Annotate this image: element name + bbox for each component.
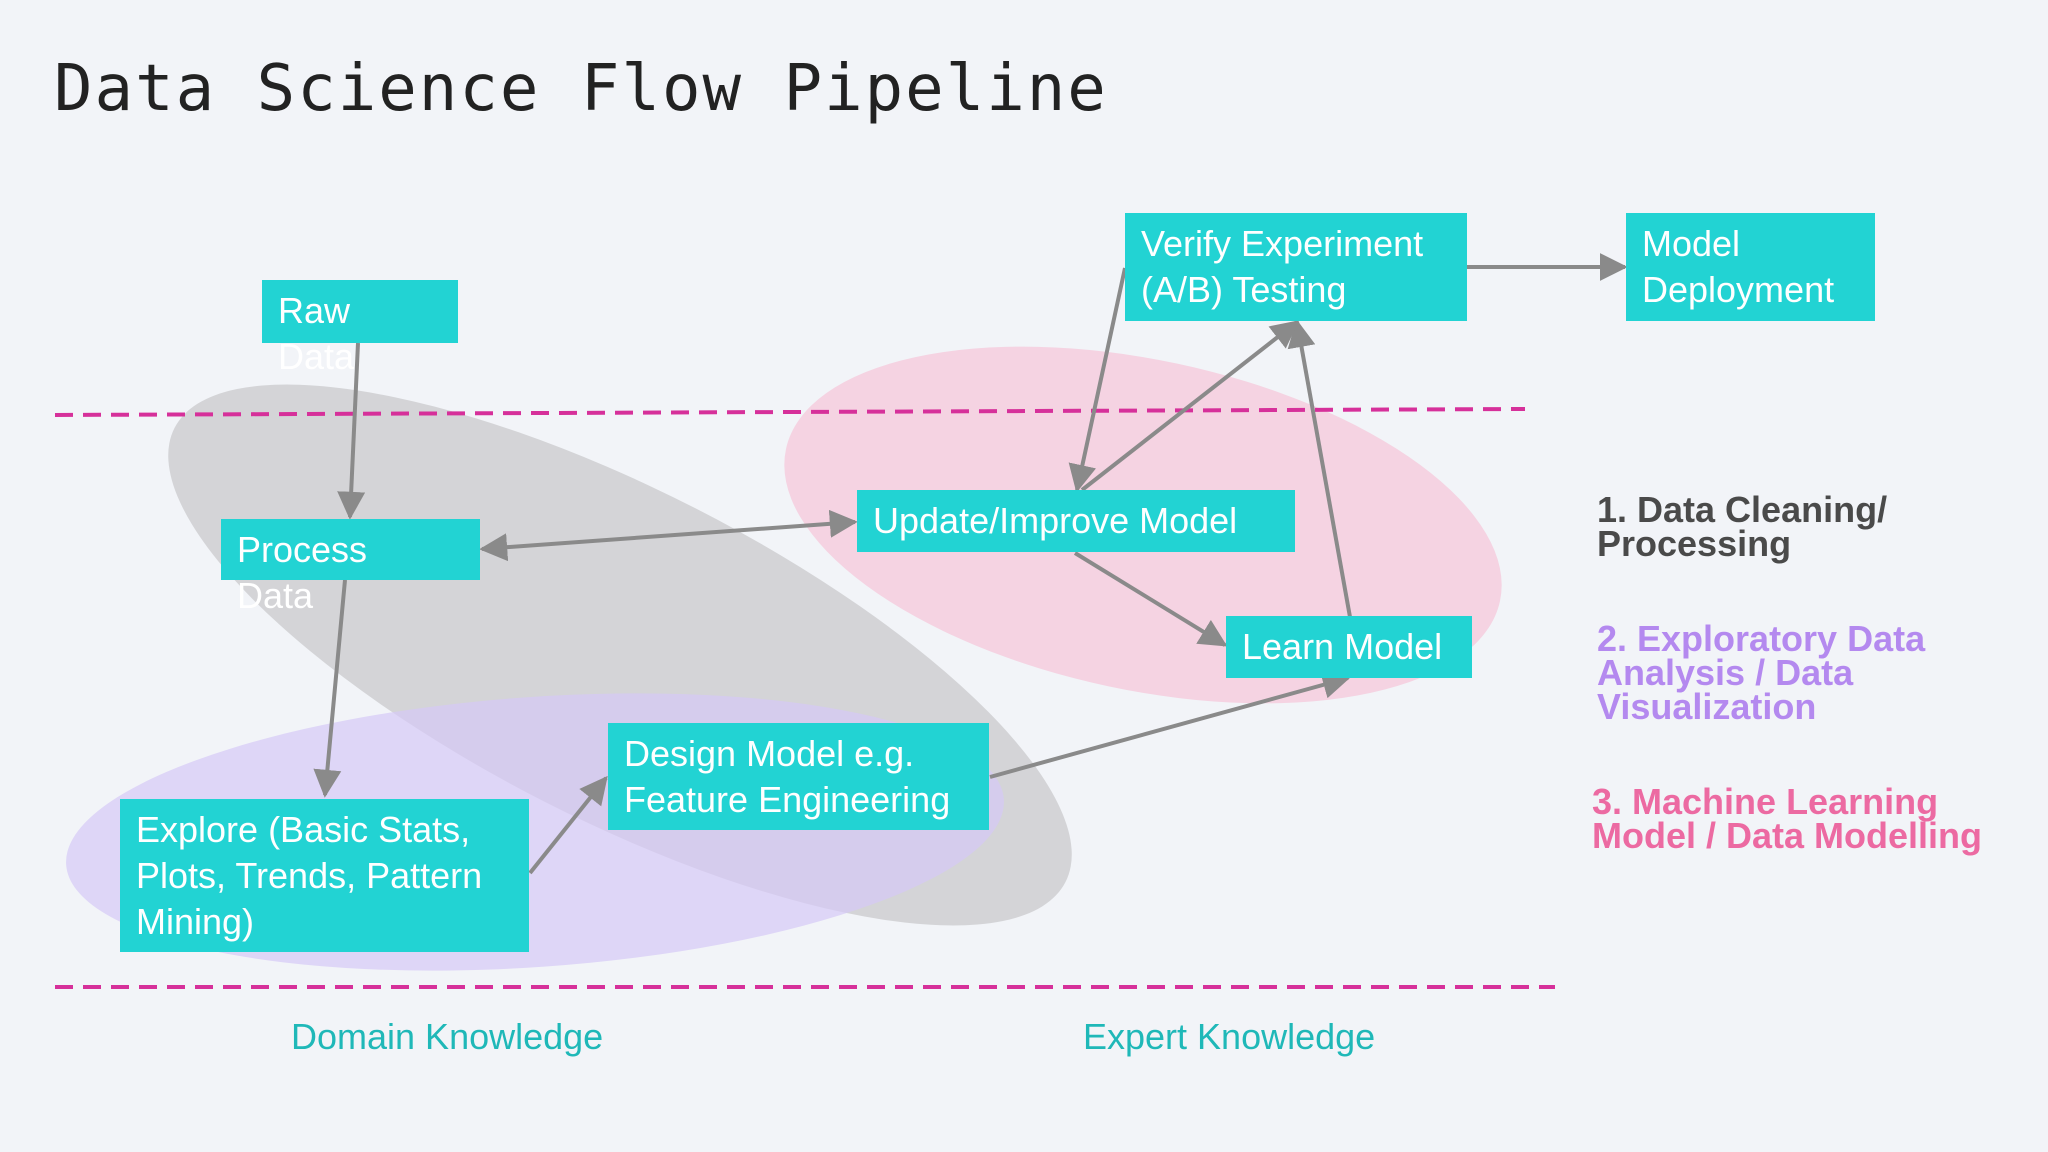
label-expert-knowledge: Expert Knowledge bbox=[1083, 1016, 1376, 1057]
label-domain-knowledge: Domain Knowledge bbox=[291, 1016, 604, 1057]
divider-top bbox=[54, 407, 1526, 417]
arrow-design-to-learn bbox=[989, 671, 1351, 779]
arrow-process-update-bidirectional bbox=[479, 509, 858, 562]
page-title: Data Science Flow Pipeline bbox=[54, 52, 1108, 126]
arrow-explore-to-design bbox=[528, 775, 608, 875]
arrow-update-to-verify bbox=[1080, 320, 1300, 492]
arrow-raw-to-process bbox=[337, 342, 366, 520]
arrow-verify-to-update bbox=[1068, 267, 1127, 493]
arrow-process-to-explore bbox=[313, 579, 347, 798]
legend-data-cleaning: 1. Data Cleaning/ Processing bbox=[1597, 489, 1888, 564]
node-explore: Explore (Basic Stats, Plots, Trends, Pat… bbox=[120, 799, 529, 952]
arrow-learn-to-verify bbox=[1287, 319, 1352, 618]
node-model-deployment: Model Deployment bbox=[1626, 213, 1875, 321]
node-update-improve-model: Update/Improve Model bbox=[857, 490, 1295, 552]
legend-exploratory-analysis: 2. Exploratory Data Analysis / Data Visu… bbox=[1597, 618, 1926, 727]
arrow-update-to-learn bbox=[1073, 551, 1228, 647]
node-learn-model: Learn Model bbox=[1226, 616, 1472, 678]
node-verify-experiment: Verify Experiment (A/B) Testing bbox=[1125, 213, 1467, 321]
node-design-model: Design Model e.g. Feature Engineering bbox=[608, 723, 989, 830]
legend-machine-learning: 3. Machine Learning Model / Data Modelli… bbox=[1592, 781, 1983, 856]
node-raw-data: Raw Data bbox=[262, 280, 458, 377]
node-process-data: Process Data bbox=[221, 519, 480, 616]
